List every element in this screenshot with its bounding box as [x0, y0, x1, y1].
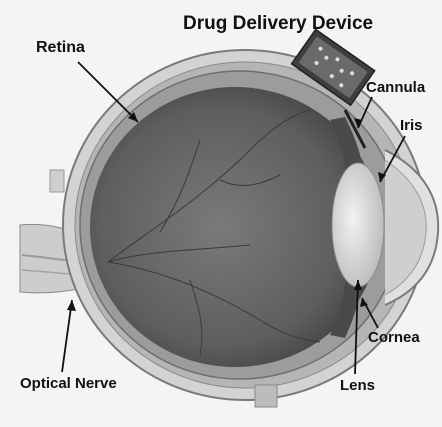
label-iris: Iris — [400, 118, 423, 133]
label-retina: Retina — [36, 40, 85, 56]
label-cannula: Cannula — [366, 80, 425, 95]
label-cornea: Cornea — [368, 330, 420, 345]
lens — [332, 163, 384, 287]
label-lens: Lens — [340, 378, 375, 393]
label-optical-nerve: Optical Nerve — [20, 376, 117, 391]
label-drug-delivery-device: Drug Delivery Device — [183, 14, 373, 33]
